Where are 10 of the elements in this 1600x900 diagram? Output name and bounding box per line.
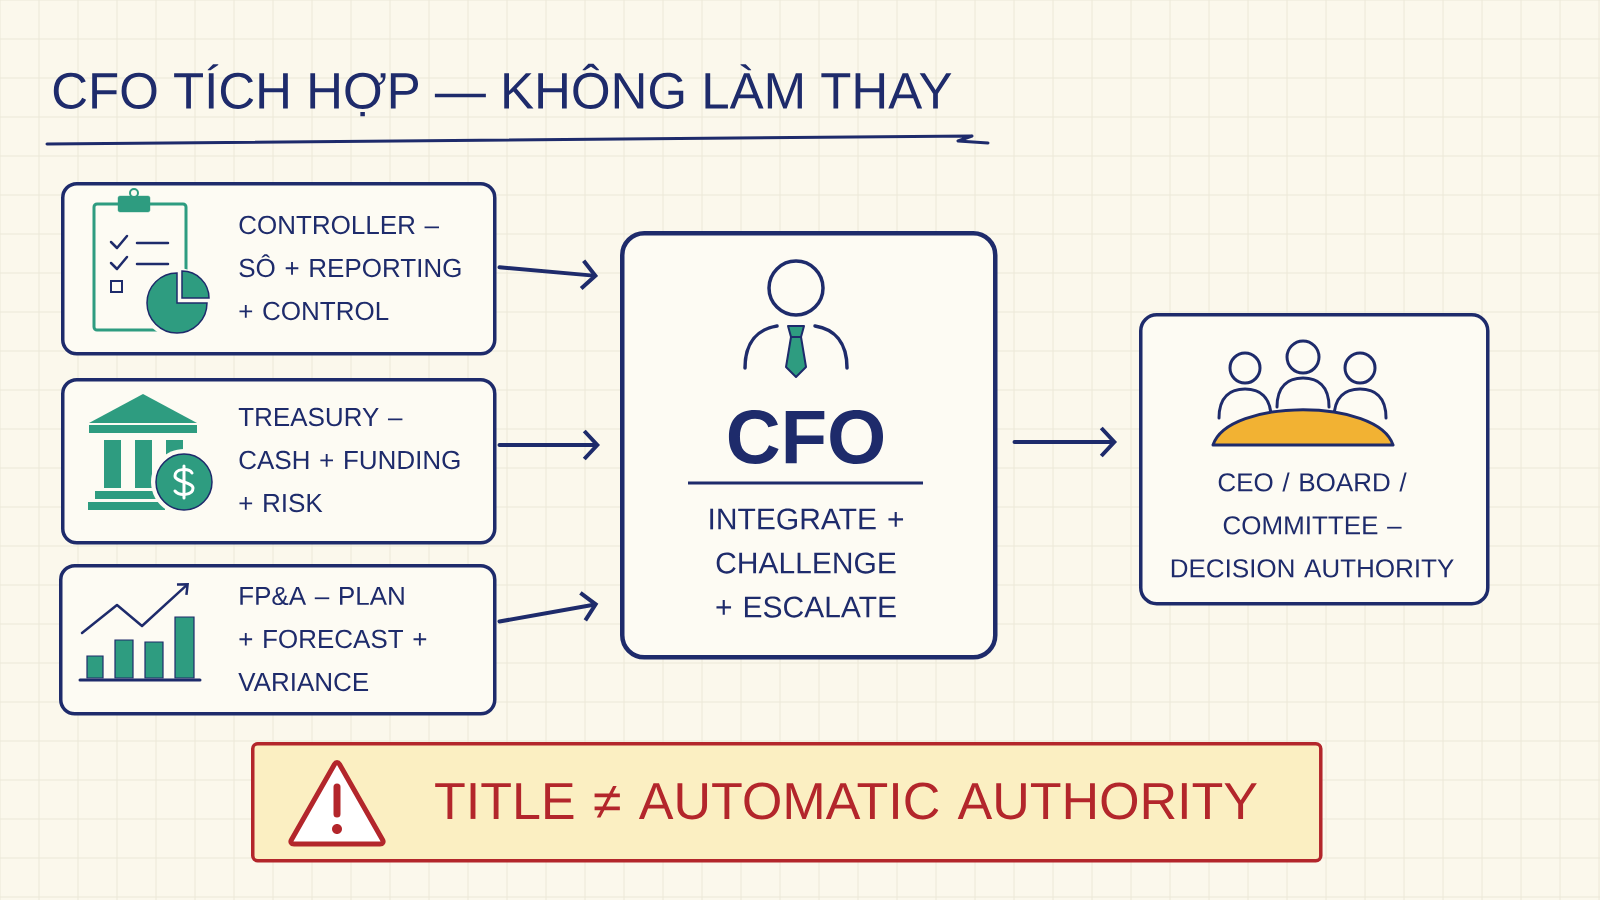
- arrow: [497, 591, 599, 624]
- hub-box: CFO INTEGRATE + CHALLENGE + ESCALATE: [620, 231, 998, 660]
- arrow: [1012, 426, 1117, 458]
- arrow: [497, 429, 600, 461]
- role-box: FP&A – PLAN + FORECAST + VARIANCE: [59, 564, 497, 716]
- warning-banner: TITLE ≠ AUTOMATIC AUTHORITY: [251, 742, 1323, 863]
- title: CFO TÍCH HỢP — KHÔNG LÀM THAY: [53, 63, 952, 117]
- arrow: [497, 259, 599, 291]
- decision-box: CEO / BOARD / COMMITTEE – DECISION AUTHORITY: [1139, 313, 1490, 606]
- role-box: CONTROLLER – SÔ + REPORTING + CONTROL: [61, 182, 497, 356]
